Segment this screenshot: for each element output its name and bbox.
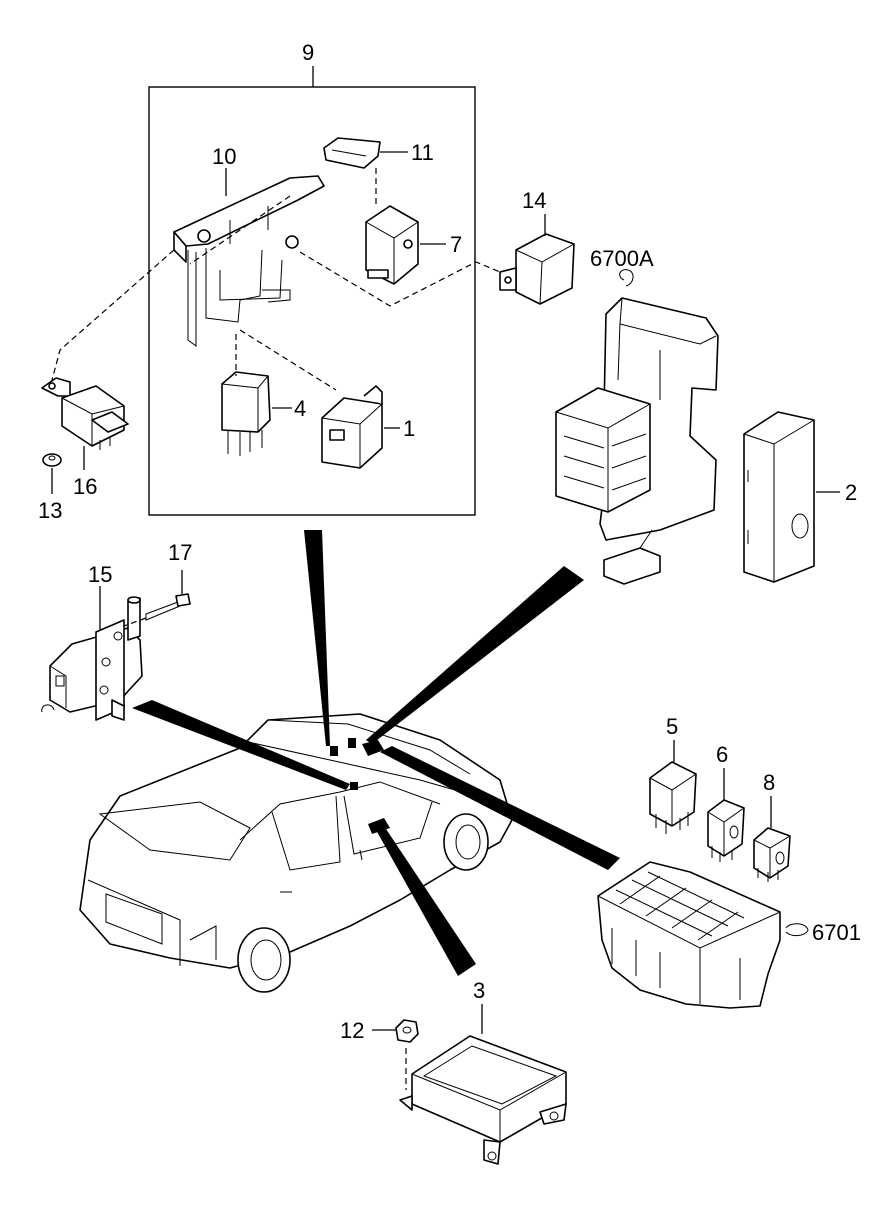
relay-part-7: 7 (365, 205, 462, 285)
bracket-part-15: 15 (41, 562, 143, 721)
cap-part-11: 11 (323, 137, 434, 169)
callout-1: 1 (403, 416, 415, 441)
cover-part-2: 2 (743, 411, 857, 583)
callout-15: 15 (88, 562, 112, 587)
callout-5: 5 (666, 714, 678, 739)
callout-2: 2 (845, 480, 857, 505)
fuse-box-6701: 6701 (597, 861, 861, 1009)
callout-9: 9 (302, 40, 314, 65)
module-part-14: 14 (499, 188, 575, 305)
callout-10: 10 (212, 144, 236, 169)
relay-part-4: 4 (221, 371, 306, 456)
pointer-wedges (132, 530, 620, 976)
relay-part-1: 1 (321, 385, 415, 469)
callout-6701: 6701 (812, 920, 861, 945)
relay-bracket-part-16: 16 (41, 377, 129, 499)
assembly-box-9: 9 (148, 40, 476, 516)
callout-6700a: 6700A (590, 246, 654, 271)
callout-12: 12 (340, 1018, 364, 1043)
bolt-part-17: 17 (123, 540, 192, 627)
callout-14: 14 (522, 188, 546, 213)
callout-17: 17 (168, 540, 192, 565)
relay-part-5: 5 (649, 714, 697, 834)
callout-7: 7 (450, 232, 462, 257)
callout-3: 3 (473, 978, 485, 1003)
airbag-module-part-3: 3 (399, 978, 567, 1165)
callout-4: 4 (294, 396, 306, 421)
nut-part-13: 13 (38, 453, 62, 523)
callout-8: 8 (763, 770, 775, 795)
callout-6: 6 (716, 742, 728, 767)
nut-part-12: 12 (340, 1018, 419, 1043)
callout-13: 13 (38, 498, 62, 523)
relay-part-8: 8 (753, 770, 791, 882)
fuse-box-6700a: 6700A (555, 246, 719, 585)
bracket-part-10: 10 (173, 144, 325, 347)
callout-11: 11 (411, 140, 434, 165)
relay-part-6: 6 (707, 742, 745, 862)
callout-16: 16 (73, 474, 97, 499)
